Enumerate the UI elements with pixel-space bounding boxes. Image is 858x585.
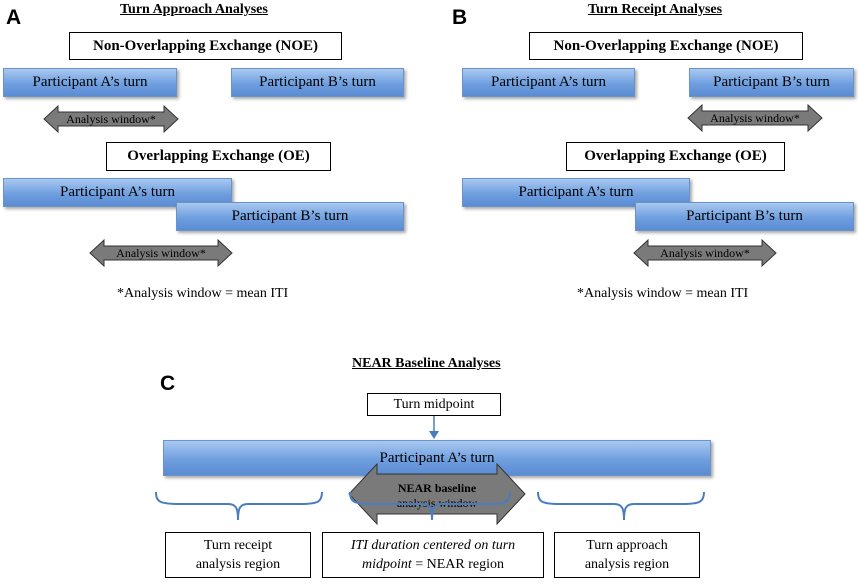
approach-bracket <box>537 491 705 521</box>
near-bracket <box>349 491 511 521</box>
double-arrow-icon <box>687 103 823 133</box>
panel-c-near-window-label-line2: analysis window <box>396 496 478 510</box>
approach-region-line2: analysis region <box>584 557 670 572</box>
panel-b-noe-turn-a: Participant A’s turn <box>462 68 635 97</box>
panel-b-letter: B <box>452 6 468 29</box>
panel-c-midpoint-label: Turn midpoint <box>367 393 501 416</box>
panel-a-letter: A <box>6 6 22 29</box>
panel-b-oe-analysis-window-arrow: Analysis window* <box>633 238 777 268</box>
panel-b-noe-turn-b: Participant B’s turn <box>689 68 854 97</box>
receipt-region-line2: analysis region <box>195 557 281 572</box>
panel-a-oe-turn-b: Participant B’s turn <box>176 202 404 231</box>
panel-a-noe-turn-b: Participant B’s turn <box>231 68 404 97</box>
panel-b-noe-analysis-window-arrow: Analysis window* <box>687 103 823 133</box>
panel-b-oe-turn-b: Participant B’s turn <box>635 202 854 231</box>
panel-c-near-window-label-line1: NEAR baseline <box>397 481 477 495</box>
panel-b-noe-window-label: Analysis window* <box>710 110 800 125</box>
near-region-line2-rest: = NEAR region <box>411 557 505 572</box>
approach-region-line1: Turn approach <box>586 538 668 553</box>
double-arrow-icon <box>43 104 179 134</box>
near-region-line2-italic: midpoint <box>361 557 412 572</box>
down-arrow-icon <box>429 416 439 439</box>
panel-a-title: Turn Approach Analyses <box>120 2 268 17</box>
panel-b-footnote: *Analysis window = mean ITI <box>577 286 749 301</box>
panel-a-noe-analysis-window-arrow: Analysis window* <box>43 104 179 134</box>
panel-c-letter: C <box>160 372 176 395</box>
panel-b-noe-label: Non-Overlapping Exchange (NOE) <box>529 32 803 60</box>
double-arrow-icon <box>89 238 233 268</box>
panel-c-turn-approach-region: Turn approach analysis region <box>554 532 700 578</box>
panel-c-turn-a: Participant A’s turn <box>163 440 711 476</box>
panel-a-noe-turn-a: Participant A’s turn <box>3 68 177 97</box>
near-region-line1: ITI duration centered on turn <box>350 538 516 553</box>
panel-a-noe-window-label: Analysis window* <box>66 111 156 126</box>
panel-c-brackets <box>155 491 705 521</box>
panel-a-oe-label: Overlapping Exchange (OE) <box>106 142 331 171</box>
panel-b-oe-label: Overlapping Exchange (OE) <box>566 142 785 171</box>
double-arrow-icon <box>348 462 526 526</box>
double-arrow-icon <box>633 238 777 268</box>
receipt-region-line1: Turn receipt <box>203 538 273 553</box>
panel-c-title: NEAR Baseline Analyses <box>352 356 501 371</box>
panel-a-oe-window-label: Analysis window* <box>116 245 206 260</box>
near-region-line2: midpoint = NEAR region <box>362 555 504 574</box>
panel-b-title: Turn Receipt Analyses <box>588 2 723 17</box>
panel-a-oe-analysis-window-arrow: Analysis window* <box>89 238 233 268</box>
panel-a-noe-label: Non-Overlapping Exchange (NOE) <box>69 32 342 60</box>
panel-c-turn-receipt-region: Turn receipt analysis region <box>165 532 311 578</box>
panel-a-footnote: *Analysis window = mean ITI <box>117 286 289 301</box>
panel-c-near-window-arrow: NEAR baseline analysis window <box>348 462 526 526</box>
panel-c-near-region: ITI duration centered on turn midpoint =… <box>322 532 544 578</box>
receipt-bracket <box>155 491 323 521</box>
panel-b-oe-window-label: Analysis window* <box>660 245 750 260</box>
